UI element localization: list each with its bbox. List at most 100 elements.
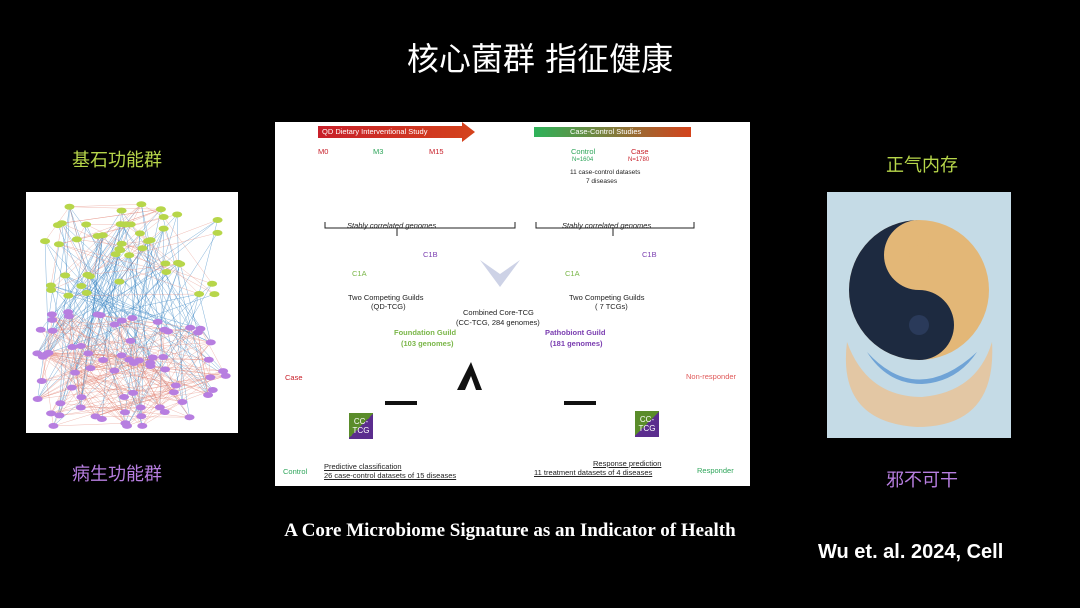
- network-node: [125, 337, 136, 344]
- network-node: [159, 409, 170, 416]
- network-node: [158, 214, 169, 221]
- right-bottom-label: 邪不可干: [886, 470, 958, 491]
- network-node: [184, 414, 195, 421]
- network-node: [158, 354, 169, 361]
- network-node: [63, 309, 74, 316]
- m0-label: M0: [318, 147, 329, 156]
- slide-subtitle: A Core Microbiome Signature as an Indica…: [284, 520, 736, 541]
- network-node: [75, 343, 86, 350]
- out-responder: Responder: [697, 466, 734, 475]
- cc-banner: Case-Control Studies: [570, 127, 642, 136]
- network-node: [110, 251, 121, 258]
- network-graph-icon: [32, 201, 231, 429]
- guilds-left-sub: (QD-TCG): [371, 302, 406, 311]
- network-node: [90, 413, 101, 420]
- yin-yang-gut-illustration: [827, 192, 1011, 438]
- network-node: [137, 422, 148, 429]
- network-node: [218, 368, 229, 375]
- network-node: [145, 362, 156, 369]
- network-node: [56, 220, 67, 227]
- network-node: [162, 328, 173, 335]
- network-node: [220, 372, 231, 379]
- network-node: [53, 241, 64, 248]
- network-node: [160, 366, 171, 373]
- resp-pred: Response prediction: [593, 459, 662, 468]
- right-top-label: 正气内存: [886, 155, 958, 176]
- datasets-text: 11 case-control datasets: [570, 169, 641, 176]
- network-node: [194, 290, 205, 297]
- network-node: [55, 400, 66, 407]
- guilds-right: Two Competing Guilds: [569, 293, 645, 302]
- network-node: [122, 422, 133, 429]
- c1a-left: C1A: [352, 269, 367, 278]
- network-node: [95, 312, 106, 319]
- network-node: [119, 393, 130, 400]
- guilds-right-sub: ( 7 TCGs): [595, 302, 628, 311]
- c1b-right: C1B: [642, 250, 657, 259]
- case-n: N=1780: [628, 157, 650, 163]
- network-node: [203, 356, 214, 363]
- network-node: [205, 374, 216, 381]
- network-node: [154, 404, 165, 411]
- network-node: [67, 343, 78, 350]
- network-node: [185, 324, 196, 331]
- stably-left: Stably correlated genomes: [347, 221, 437, 230]
- network-node: [54, 412, 65, 419]
- network-node: [134, 230, 145, 237]
- network-node: [209, 291, 220, 298]
- chip-right: CC-TCG: [635, 411, 659, 437]
- out-nonresponder: Non-responder: [686, 372, 737, 381]
- network-node: [124, 252, 135, 259]
- stably-right: Stably correlated genomes: [562, 221, 652, 230]
- network-node: [147, 354, 158, 361]
- network-node: [47, 316, 58, 323]
- control-label: Control: [571, 147, 596, 156]
- network-node: [37, 353, 48, 360]
- case-label: Case: [631, 147, 649, 156]
- network-node: [155, 206, 166, 213]
- out-case: Case: [285, 373, 303, 382]
- m15-label: M15: [429, 147, 444, 156]
- network-node: [128, 389, 139, 396]
- network-node: [114, 246, 125, 253]
- network-node: [35, 326, 46, 333]
- network-node: [127, 314, 138, 321]
- foundation-guild: Foundation Guild: [394, 328, 457, 337]
- network-node: [92, 232, 103, 239]
- network-node: [85, 365, 96, 372]
- network-node: [98, 356, 109, 363]
- network-node: [83, 350, 94, 357]
- network-node: [60, 272, 71, 279]
- network-node: [168, 389, 179, 396]
- foundation-guild-label: 基石功能群: [72, 150, 162, 171]
- out-control: Control: [283, 467, 308, 476]
- network-node: [71, 236, 82, 243]
- network-node: [116, 317, 127, 324]
- network-node: [64, 203, 75, 210]
- network-node: [82, 271, 93, 278]
- slide-title: 核心菌群 指征健康: [406, 40, 674, 78]
- network-node: [152, 318, 163, 325]
- network-node: [119, 409, 130, 416]
- network-node: [63, 292, 74, 299]
- network-node: [46, 286, 57, 293]
- network-node: [177, 398, 188, 405]
- yin-yang-icon: [827, 192, 1011, 438]
- foundation-guild-sub: (103 genomes): [401, 339, 454, 348]
- pred-class: Predictive classification: [324, 462, 402, 471]
- network-node: [120, 221, 131, 228]
- network-node: [116, 240, 127, 247]
- network-node: [45, 282, 56, 289]
- network-node: [81, 289, 92, 296]
- network-node: [116, 352, 127, 359]
- network-node: [76, 394, 87, 401]
- network-node: [212, 229, 223, 236]
- chip-left: CC-TCG: [349, 413, 373, 439]
- network-node: [116, 207, 127, 214]
- network-node: [135, 404, 146, 411]
- pathobiont-guild-label: 病生功能群: [72, 464, 162, 485]
- network-node: [109, 367, 120, 374]
- graphical-abstract: QD Dietary Interventional Study Case-Con…: [275, 122, 750, 486]
- network-node: [192, 329, 203, 336]
- network-node: [36, 378, 47, 385]
